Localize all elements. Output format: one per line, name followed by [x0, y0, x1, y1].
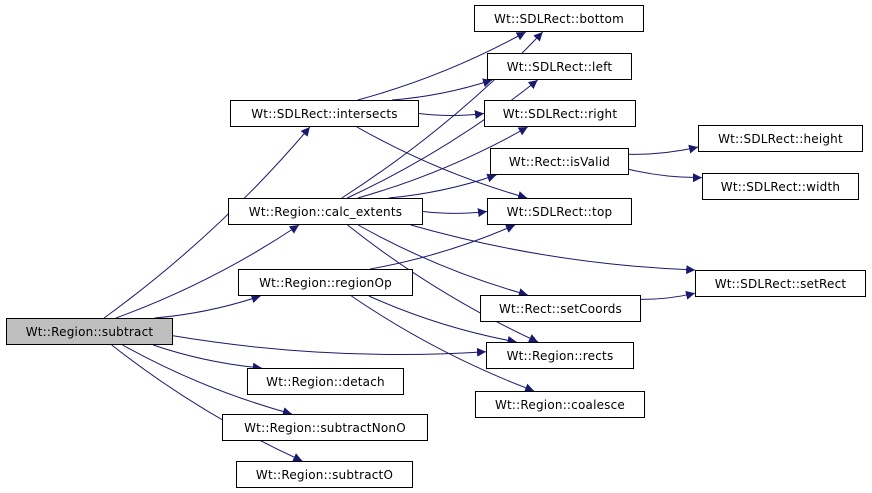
- node-sdlrect-right[interactable]: Wt::SDLRect::right: [484, 100, 636, 127]
- edge-subtract-to-subtractO: [111, 344, 303, 462]
- node-sdlrect-setrect[interactable]: Wt::SDLRect::setRect: [695, 270, 866, 297]
- node-region-regionop[interactable]: Wt::Region::regionOp: [238, 269, 413, 296]
- node-region-coalesce[interactable]: Wt::Region::coalesce: [475, 391, 645, 418]
- node-region-calc-extents[interactable]: Wt::Region::calc_extents: [228, 198, 423, 225]
- node-region-subtractnono[interactable]: Wt::Region::subtractNonO: [222, 414, 428, 441]
- edge-calc_extents-to-isValid: [388, 173, 497, 199]
- node-sdlrect-top[interactable]: Wt::SDLRect::top: [487, 198, 632, 225]
- edge-regionOp-to-coalesce: [351, 295, 535, 393]
- edge-isValid-to-height: [628, 144, 699, 155]
- edge-calc_extents-to-rects: [347, 224, 539, 343]
- node-region-detach[interactable]: Wt::Region::detach: [247, 368, 404, 395]
- node-rect-isvalid[interactable]: Wt::Rect::isValid: [490, 148, 629, 175]
- node-region-subtracto[interactable]: Wt::Region::subtractO: [236, 461, 413, 488]
- edge-setCoords-to-setRect: [640, 290, 696, 300]
- edge-subtract-to-detach: [153, 344, 262, 372]
- edge-isValid-to-width: [628, 168, 703, 183]
- edge-subtract-to-intersects: [103, 126, 311, 319]
- edge-regionOp-to-top: [369, 224, 516, 270]
- edge-intersects-to-right: [418, 110, 485, 120]
- edge-subtract-to-calc_extents: [115, 224, 300, 319]
- node-sdlrect-height[interactable]: Wt::SDLRect::height: [698, 125, 863, 152]
- edge-intersects-to-bottom: [357, 31, 526, 101]
- edge-intersects-to-left: [391, 78, 493, 101]
- node-sdlrect-intersects[interactable]: Wt::SDLRect::intersects: [230, 100, 419, 127]
- edge-calc_extents-to-setCoords: [357, 224, 528, 297]
- edge-calc_extents-to-left: [347, 79, 539, 199]
- node-region-rects[interactable]: Wt::Region::rects: [486, 342, 634, 369]
- edge-regionOp-to-rects: [368, 295, 517, 345]
- edge-subtract-to-subtractNonO: [122, 344, 293, 416]
- edge-calc_extents-to-setRect: [410, 224, 696, 275]
- edge-subtract-to-regionOp: [154, 294, 261, 319]
- edge-calc_extents-to-top: [422, 208, 488, 218]
- node-rect-setcoords[interactable]: Wt::Rect::setCoords: [480, 295, 641, 322]
- node-sdlrect-bottom[interactable]: Wt::SDLRect::bottom: [474, 5, 644, 32]
- edge-calc_extents-to-right: [357, 126, 528, 199]
- edge-intersects-to-top: [356, 126, 528, 200]
- edge-subtract-to-rects: [172, 335, 487, 357]
- node-sdlrect-left[interactable]: Wt::SDLRect::left: [487, 53, 632, 80]
- node-region-subtract[interactable]: Wt::Region::subtract: [6, 318, 173, 345]
- node-sdlrect-width[interactable]: Wt::SDLRect::width: [702, 173, 859, 200]
